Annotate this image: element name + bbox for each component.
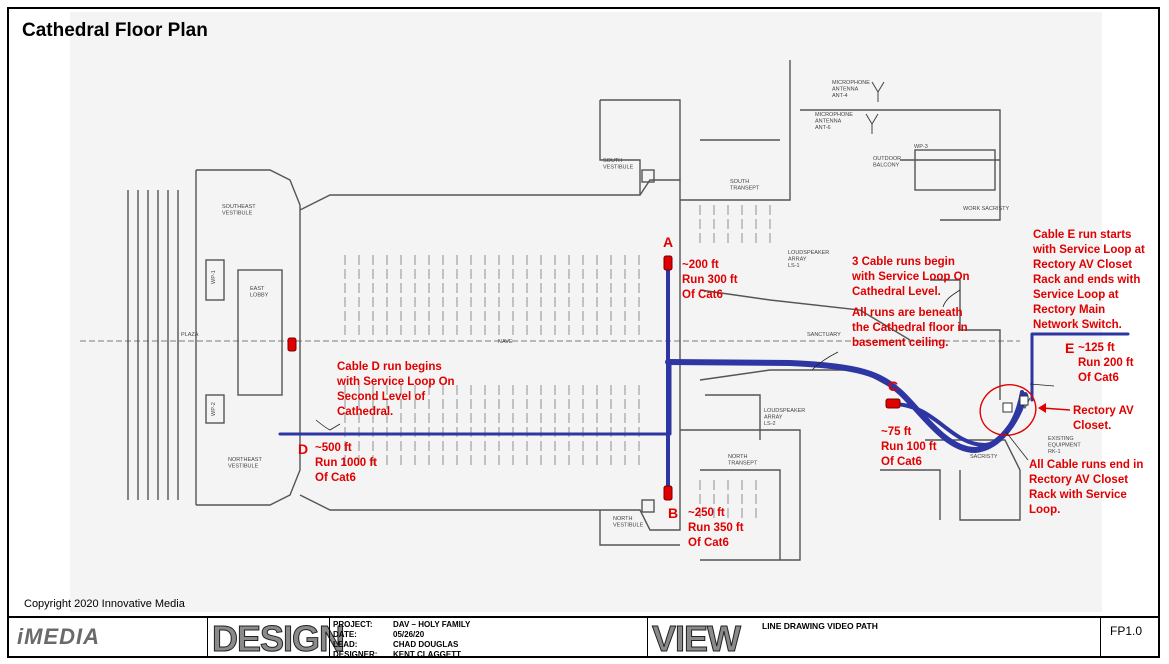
note-run-a: ~200 ft Run 300 ft Of Cat6 [682,259,738,301]
wp3-label: WP-3 [914,144,928,150]
designer-value: KENT CLAGGETT [393,650,461,659]
note-run-b: ~250 ft Run 350 ft Of Cat6 [688,507,744,549]
date-value: 05/26/20 [393,630,425,639]
closet-arrow [1041,407,1071,411]
note-run-e: ~125 ft Run 200 ft Of Cat6 [1078,342,1134,384]
rack-icon [1019,395,1029,406]
cable-runs [278,260,1130,497]
imedia-logo: iMEDIA [17,624,100,649]
view-wordmark: VIEW [651,618,741,660]
sacristy-label: SACRISTY [970,454,998,460]
copyright: Copyright 2020 Innovative Media [24,598,185,610]
antenna-icons [865,81,1031,410]
title-block-divider [1100,618,1101,658]
project-value: DAV – HOLY FAMILY [393,620,471,629]
rectory-closet-highlight [979,384,1037,436]
marker-label-b: B [668,505,679,521]
marker-label-c: C [888,378,899,394]
note-all-runs-end: All Cable runs end in Rectory AV Closet … [1029,459,1144,516]
rack-icon [1002,402,1013,413]
page-title: Cathedral Floor Plan [22,20,208,41]
marker-pin-b [663,485,673,501]
project-label: PROJECT: [333,620,373,629]
nave-label: NAVE [498,339,513,345]
marker-pin-d [287,337,297,352]
plaza-label: PLAZA [181,332,199,338]
lead-value: CHAD DOUGLAS [393,640,459,649]
note-run-d: ~500 ft Run 1000 ft Of Cat6 [315,442,377,484]
note-three-runs: 3 Cable runs begin with Service Loop On … [852,256,970,298]
sheet-number: FP1.0 [1110,624,1143,638]
leader-lines [315,289,1055,461]
plan-background [70,12,1102,612]
cable-run-e [1030,332,1130,402]
note-beneath-floor: All runs are beneath the Cathedral floor… [852,307,968,349]
lead-label: LEAD: [333,640,358,649]
cable-run-d [278,360,672,436]
drawing-title: LINE DRAWING VIDEO PATH [762,621,878,631]
designer-label: DESIGNER: [333,650,378,659]
title-block: iMEDIA DESIGN PROJECT: DAV – HOLY FAMILY… [7,616,1160,660]
marker-label-a: A [663,234,674,250]
wp2-label: WP-2 [211,402,217,416]
note-rectory-closet: Rectory AV Closet. [1073,405,1134,432]
closet-arrowhead [1038,403,1046,413]
note-run-c: ~75 ft Run 100 ft Of Cat6 [881,426,937,468]
sheet-border [7,7,1160,658]
note-cable-d: Cable D run begins with Service Loop On … [337,361,455,418]
work-sacristy-label: WORK SACRISTY [963,206,1009,212]
marker-pin-c [885,398,901,409]
title-block-divider [329,618,330,658]
note-cable-e: Cable E run starts with Service Loop at … [1033,229,1145,331]
sanctuary-label: SANCTUARY [807,332,841,338]
wp1-label: WP-1 [211,270,217,284]
design-wordmark: DESIGN [211,618,345,660]
cable-markers [287,255,901,501]
marker-label-e: E [1065,340,1075,356]
marker-pin-a [663,255,673,271]
marker-label-d: D [298,441,309,457]
cable-run-c [891,390,1024,447]
title-block-divider [207,618,208,658]
title-block-divider [647,618,648,658]
date-label: DATE: [333,630,357,639]
